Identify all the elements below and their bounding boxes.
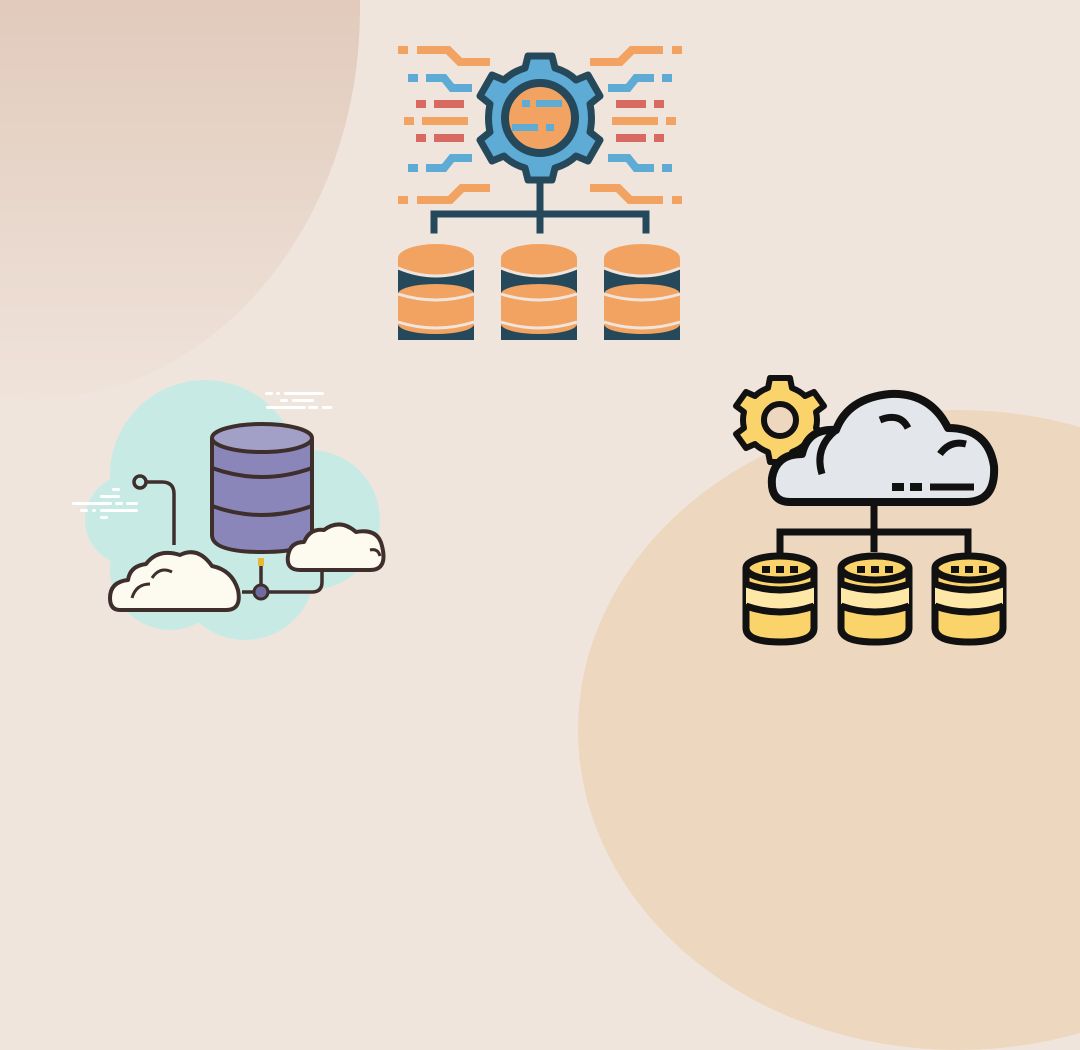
- background-blob-top-left: [0, 0, 360, 400]
- cloud-database-icon: [72, 380, 386, 640]
- cloud-settings-database-icon: [733, 375, 1020, 646]
- gear-server-network-icon: [397, 46, 682, 340]
